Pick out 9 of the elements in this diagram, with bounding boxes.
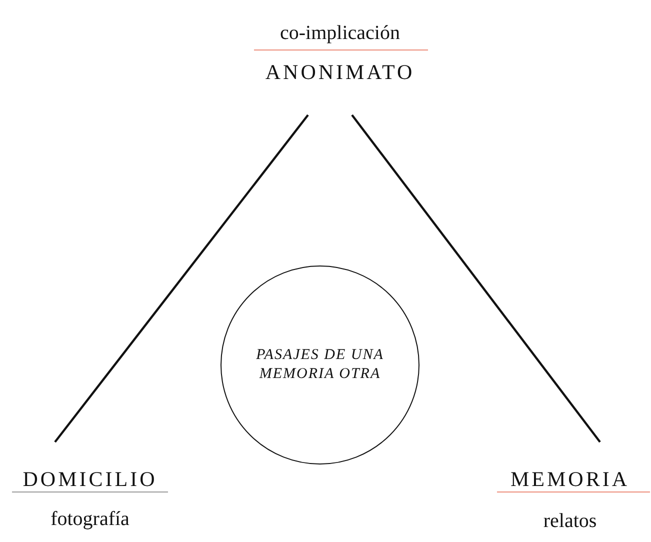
connector-line xyxy=(54,114,309,443)
connector-line xyxy=(351,114,601,443)
node-label: MEMORIA xyxy=(510,467,630,492)
node-label: DOMICILIO xyxy=(22,467,158,492)
subtitle-text: co-implicación xyxy=(280,22,400,45)
node-label: ANONIMATO xyxy=(265,60,415,85)
subtitle-text: relatos xyxy=(543,510,597,533)
subtitle-text: fotografía xyxy=(50,508,130,531)
circle-label: PASAJES DE UNA MEMORIA OTRA xyxy=(255,346,385,384)
